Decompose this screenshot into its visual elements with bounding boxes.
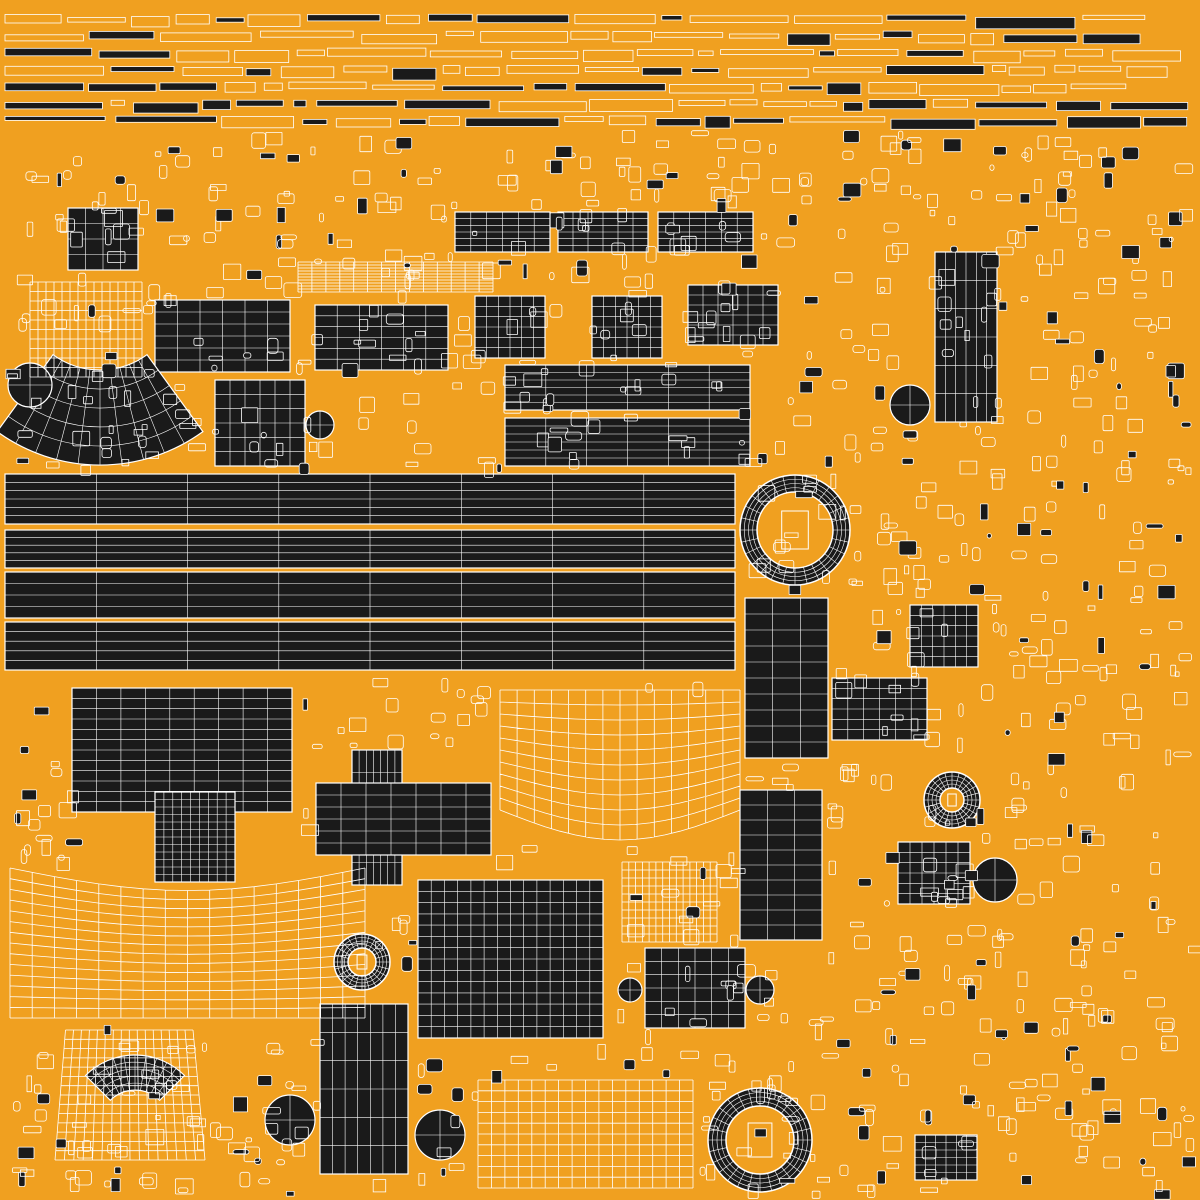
ring-bottom	[707, 1087, 813, 1193]
bottom-center-panel	[417, 879, 604, 1039]
center-squares	[909, 604, 979, 668]
center-squares	[914, 1134, 978, 1181]
cross-shape-center	[315, 782, 492, 856]
ring-bottom-left	[923, 771, 981, 829]
long-strip-3	[4, 571, 736, 619]
center-left-squares	[154, 299, 291, 373]
small-island-scatter	[5, 130, 1200, 1200]
long-strip-4	[4, 621, 736, 671]
center-squares	[314, 304, 449, 371]
center-squares	[934, 251, 998, 423]
ring-right	[739, 474, 851, 586]
center-squares	[644, 947, 746, 1029]
seat-mesh-center	[29, 281, 143, 378]
top-strip-band	[4, 13, 1189, 130]
long-strip-1	[4, 473, 736, 525]
small-sphere-islands	[7, 362, 1018, 1161]
left-tall-panels	[154, 791, 236, 883]
center-squares	[504, 364, 751, 411]
left-tall-panels	[71, 687, 293, 813]
seat-mesh-left	[9, 867, 366, 1019]
center-squares	[504, 417, 751, 467]
center-squares	[557, 211, 649, 253]
long-strip-2	[4, 529, 736, 569]
cross-shape-center	[319, 1003, 409, 1175]
seat-mesh-center	[297, 261, 494, 293]
center-squares	[454, 211, 551, 253]
center-squares	[214, 379, 306, 467]
seat-mesh-center	[499, 689, 741, 841]
seat-mesh-bottom	[477, 1079, 694, 1189]
tall-right-panel-lower	[739, 789, 823, 941]
center-squares	[591, 295, 663, 359]
tall-right-panel-upper	[744, 597, 829, 759]
